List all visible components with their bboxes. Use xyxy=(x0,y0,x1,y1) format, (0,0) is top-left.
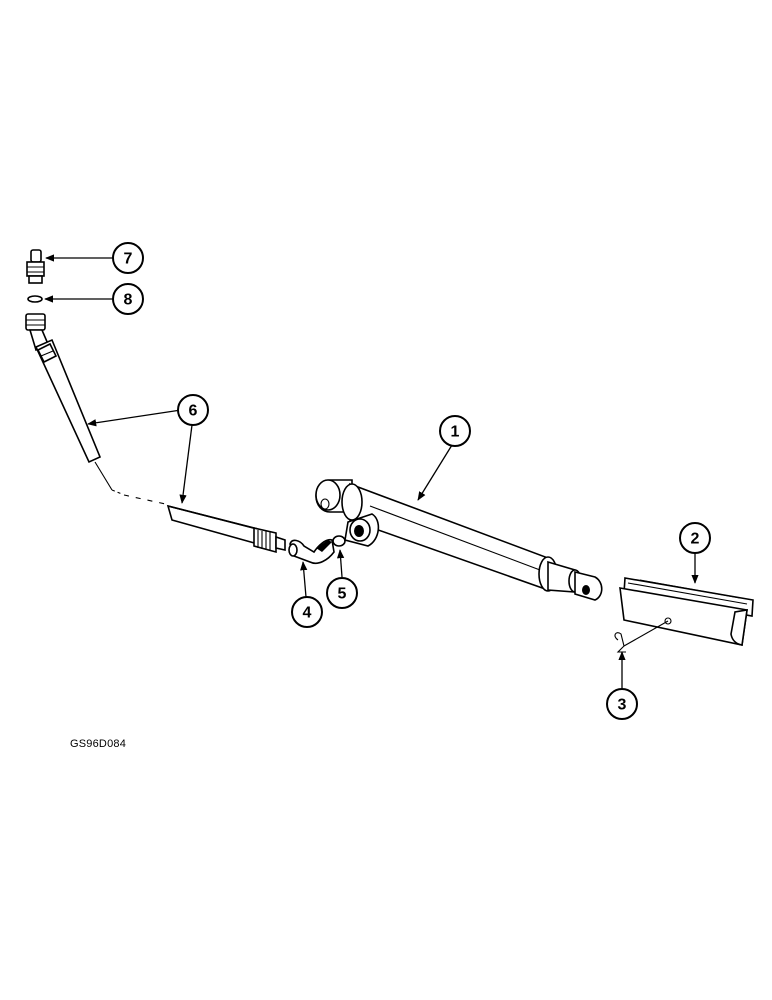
svg-text:5: 5 xyxy=(338,586,347,603)
callout-8: 8 xyxy=(112,283,144,315)
callout-4: 4 xyxy=(291,596,323,628)
o-ring xyxy=(27,295,43,303)
drawing-code: GS96D084 xyxy=(70,738,127,750)
svg-text:6: 6 xyxy=(189,403,198,420)
channel-guard xyxy=(619,577,754,646)
callout-5: 5 xyxy=(326,577,358,609)
washer xyxy=(332,535,346,547)
coupler-fitting xyxy=(26,249,45,284)
hydraulic-hose-upper xyxy=(25,313,171,506)
callout-2: 2 xyxy=(679,522,711,554)
svg-text:8: 8 xyxy=(124,292,133,309)
hydraulic-hose-lower xyxy=(166,504,286,554)
callout-1: 1 xyxy=(439,415,471,447)
leader-lines xyxy=(44,254,699,689)
svg-text:2: 2 xyxy=(691,531,700,548)
svg-text:3: 3 xyxy=(618,697,627,714)
elbow-fitting xyxy=(288,538,335,565)
callout-7: 7 xyxy=(112,242,144,274)
callout-3: 3 xyxy=(606,688,638,720)
svg-text:4: 4 xyxy=(303,605,312,622)
hair-pin xyxy=(614,620,669,653)
hydraulic-cylinder xyxy=(315,479,603,601)
svg-text:1: 1 xyxy=(451,424,460,441)
svg-text:7: 7 xyxy=(124,251,133,268)
callout-6: 6 xyxy=(177,394,209,426)
